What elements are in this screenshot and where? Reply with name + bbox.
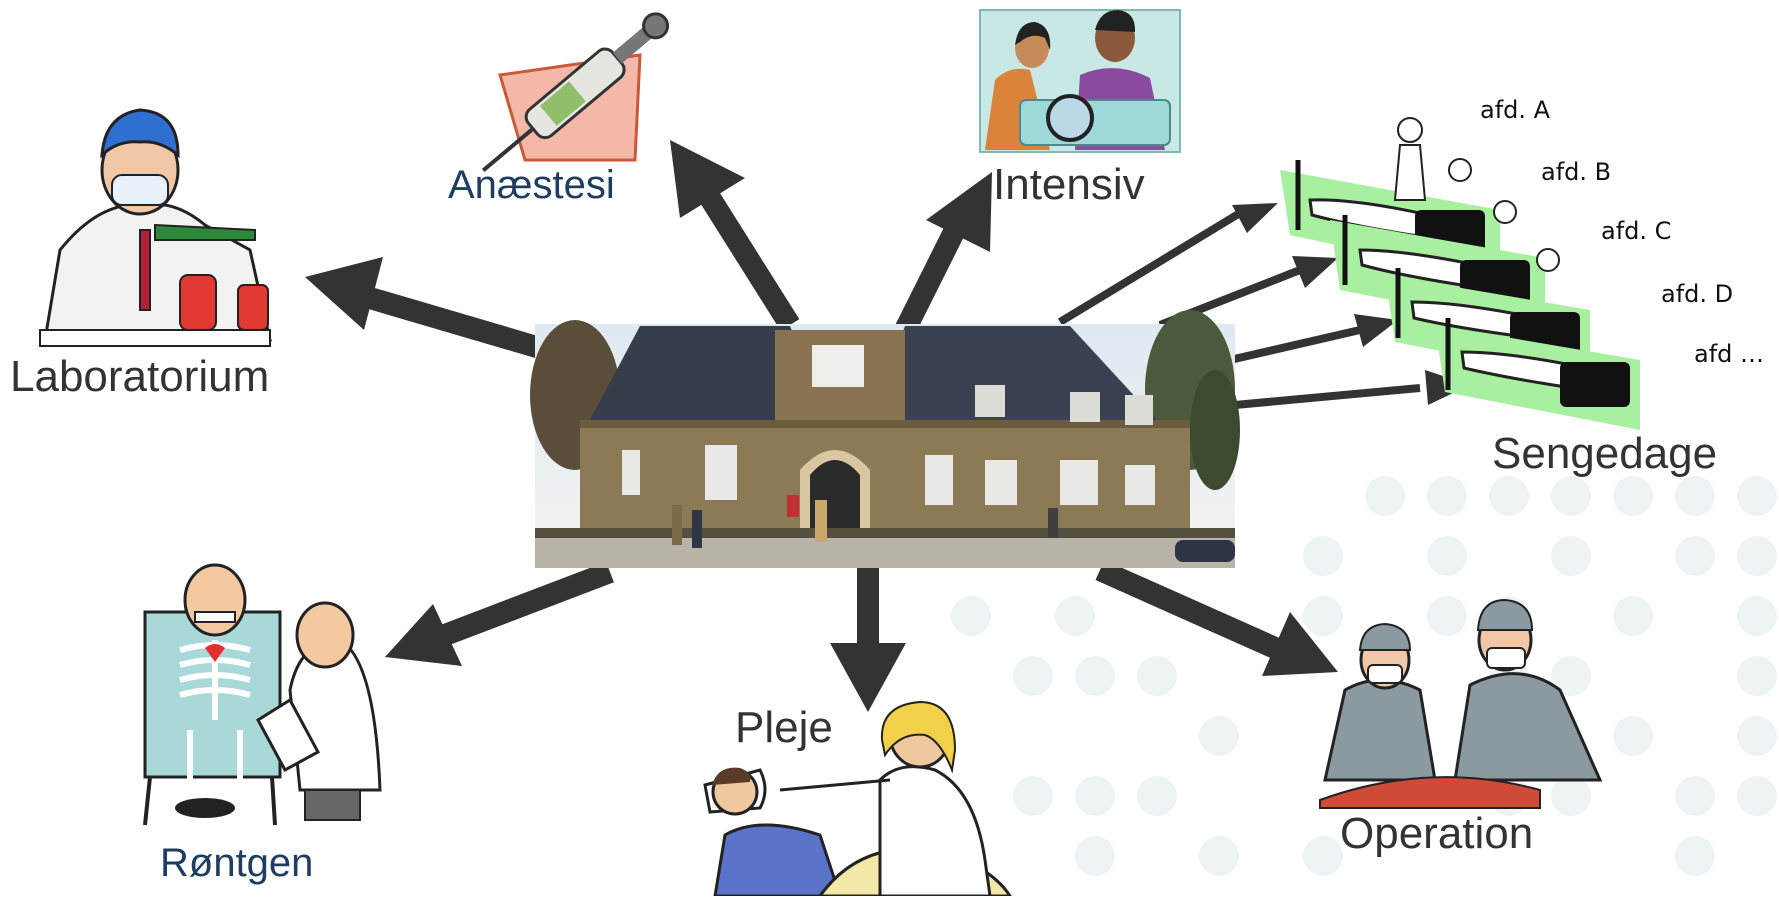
syringe-icon	[481, 12, 670, 172]
arrow-to-pleje	[830, 565, 906, 712]
arrow-to-intensiv	[895, 172, 992, 335]
label-afd-more: afd …	[1694, 340, 1765, 368]
label-anaestesi: Anæstesi	[448, 163, 615, 207]
label-afd-d: afd. D	[1661, 280, 1734, 308]
arrow-to-operation	[1095, 559, 1338, 676]
label-sengedage: Sengedage	[1492, 429, 1718, 478]
label-afd-b: afd. B	[1541, 158, 1612, 186]
hospital-beds-icon	[1280, 117, 1640, 430]
arrow-to-laboratorium	[305, 257, 544, 359]
nurse-patient-icon	[703, 700, 1013, 898]
arrow-to-anaestesi	[670, 140, 800, 331]
label-pleje: Pleje	[735, 703, 833, 752]
lab-technician-icon	[39, 108, 272, 347]
surgeons-icon	[1319, 598, 1603, 809]
label-afd-c: afd. C	[1601, 217, 1672, 245]
arrow-to-sengedage-c	[1229, 314, 1398, 364]
label-afd-a: afd. A	[1480, 96, 1551, 124]
arrow-to-sengedage-a	[1057, 203, 1278, 326]
label-intensiv: Intensiv	[993, 160, 1145, 209]
label-operation: Operation	[1340, 809, 1534, 858]
hospital-building-photo	[530, 310, 1240, 568]
arrow-to-sengedage-d	[1234, 370, 1470, 409]
label-laboratorium: Laboratorium	[10, 352, 270, 401]
intensive-care-icon	[979, 9, 1181, 153]
arrow-to-roentgen	[385, 561, 614, 666]
xray-doctor-icon	[143, 563, 382, 826]
label-roentgen: Røntgen	[160, 841, 314, 885]
